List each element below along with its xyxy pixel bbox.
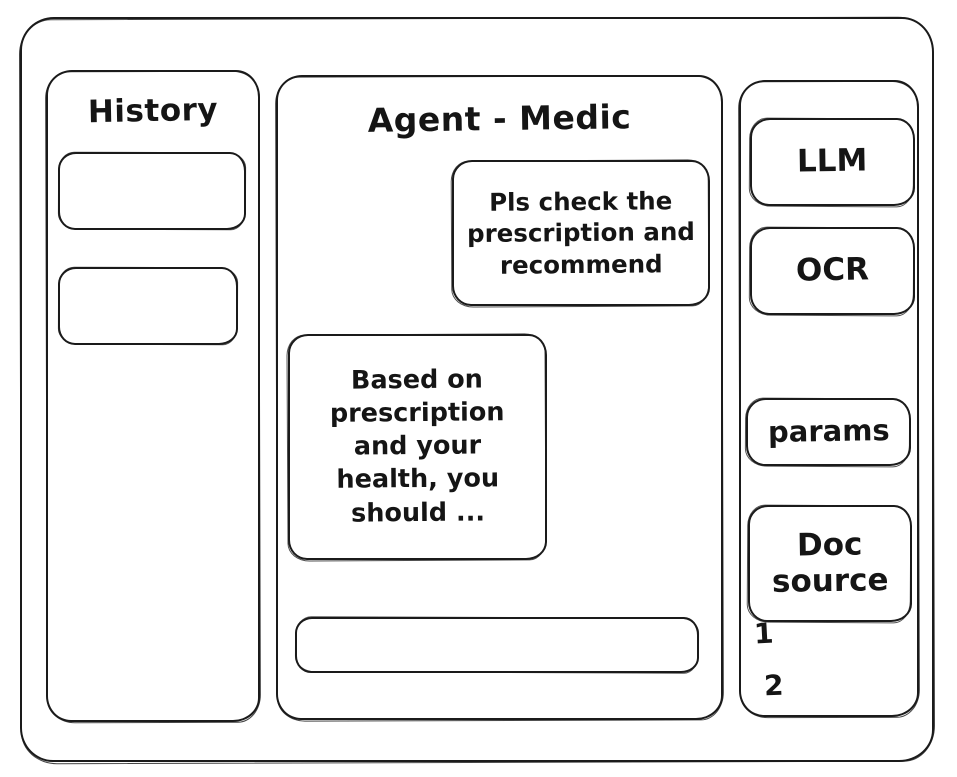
tool-button-ocr[interactable]: OCR (750, 227, 915, 315)
tool-button-doc-source[interactable]: Doc source (748, 505, 912, 622)
assistant-message-bubble: Based on prescription and your health, y… (288, 334, 547, 560)
tool-button-params[interactable]: params (746, 398, 911, 466)
doc-source-ref-2[interactable]: 2 (763, 668, 785, 703)
history-panel-title: History (87, 91, 219, 131)
chat-panel (276, 75, 723, 720)
assistant-message-text: Based on prescription and your health, y… (329, 364, 505, 529)
history-panel (46, 70, 260, 722)
user-message-bubble: Pls check the prescription and recommend (452, 160, 710, 306)
user-message-text: Pls check the prescription and recommend (466, 186, 696, 280)
tool-button-params-label: params (767, 413, 890, 450)
tool-button-doc-source-label: Doc source (771, 526, 889, 600)
history-list-item[interactable] (58, 267, 238, 345)
tool-button-llm-label: LLM (797, 142, 868, 180)
tools-panel (739, 80, 919, 717)
chat-panel-title: Agent - Medic (367, 97, 632, 140)
tool-button-ocr-label: OCR (795, 251, 870, 289)
message-composer[interactable] (295, 617, 699, 673)
history-list-item[interactable] (58, 152, 246, 230)
app-window-frame (20, 17, 934, 762)
message-input[interactable] (297, 619, 697, 671)
doc-source-ref-1[interactable]: 1 (753, 616, 775, 651)
tool-button-llm[interactable]: LLM (750, 118, 915, 206)
